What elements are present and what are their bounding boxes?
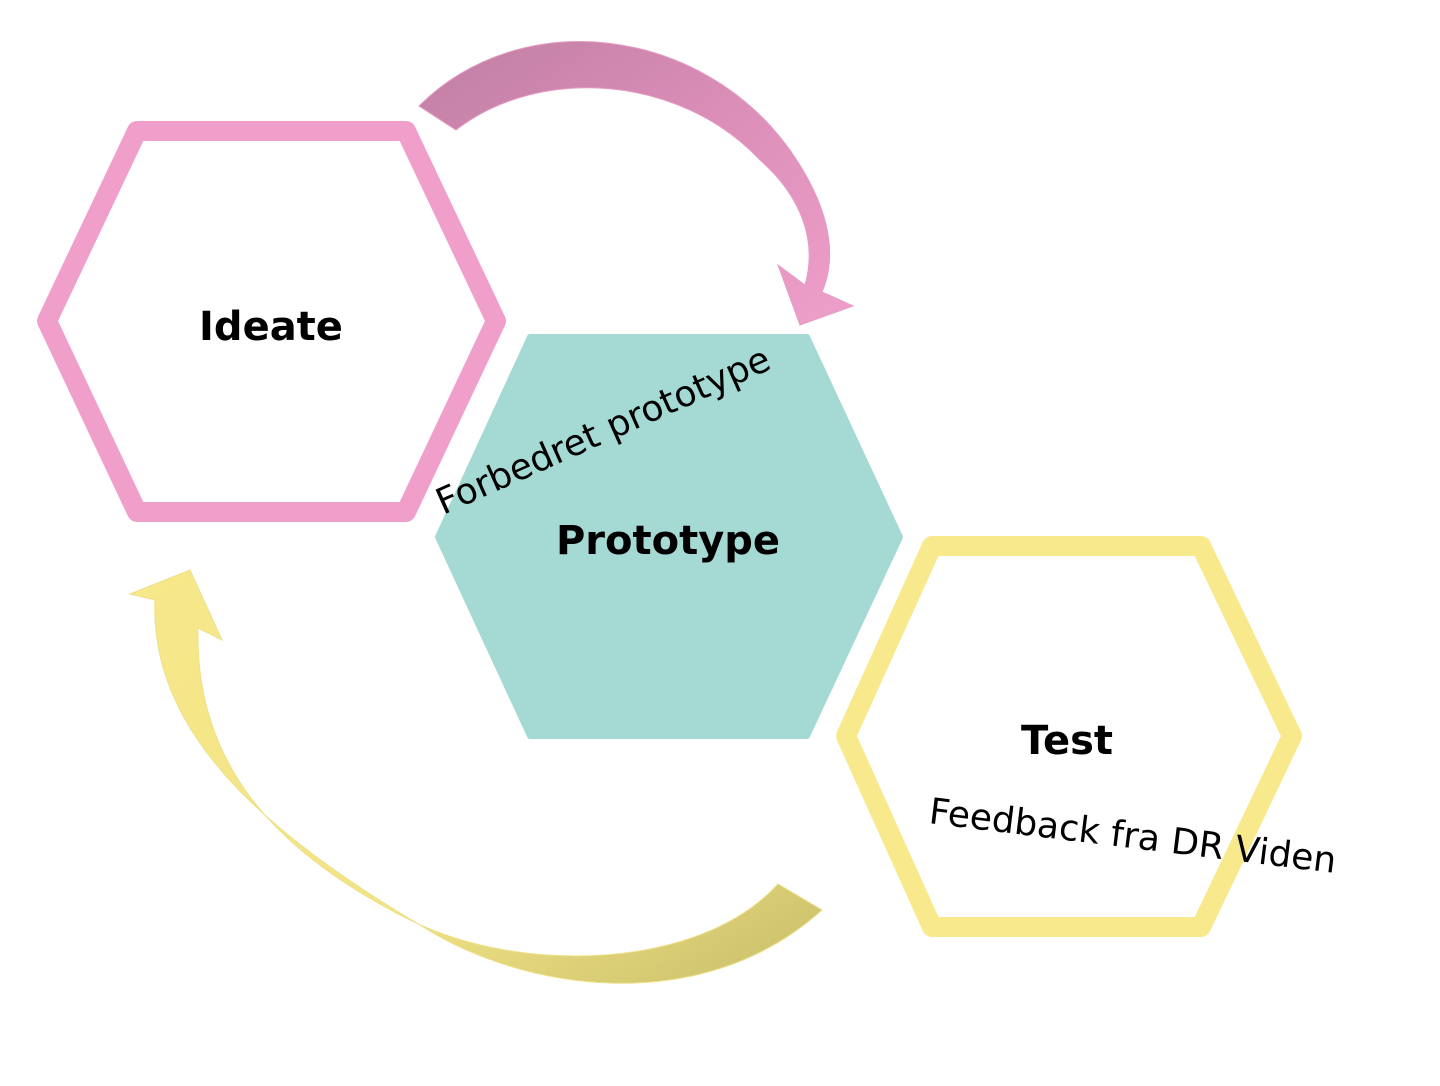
prototype-label: Prototype (556, 518, 780, 564)
arrow-ideate-to-prototype (418, 41, 855, 326)
ideate-label: Ideate (199, 304, 343, 350)
arrow-test-to-ideate (128, 569, 823, 984)
hexagon-prototype (435, 334, 903, 739)
hexagon-test (836, 536, 1302, 937)
test-label: Test (1021, 718, 1113, 764)
hexagon-ideate (37, 121, 506, 522)
